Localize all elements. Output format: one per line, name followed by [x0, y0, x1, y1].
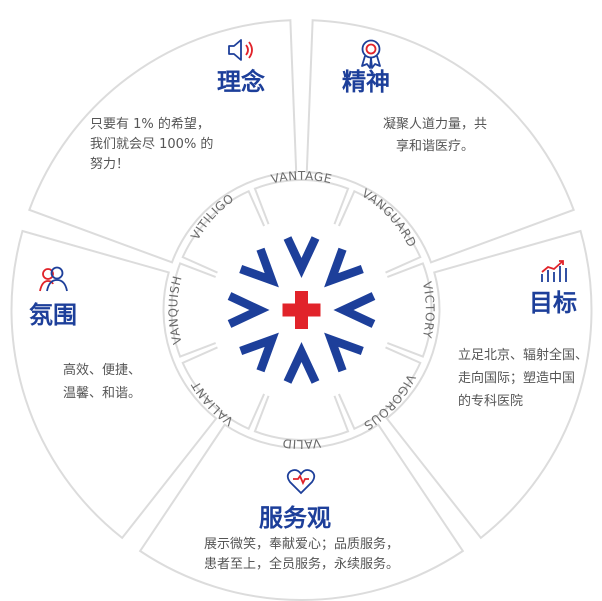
logo-chevron — [283, 341, 320, 384]
outer-segment — [385, 229, 593, 540]
outer-segment — [138, 423, 465, 601]
logo-chevron — [239, 332, 279, 373]
segment-spirit: 精神 凝聚人道力量，共 享和谐医疗。 — [342, 39, 487, 154]
segment-service: 服务观 展示微笑，奉献爱心；品质服务， 患者至上，全员服务，永续服务。 — [204, 469, 399, 572]
segment-title: 氛围 — [29, 301, 77, 329]
ring-word: VICTORY — [420, 280, 437, 339]
logo-chevron — [239, 247, 279, 288]
logo-chevron — [324, 247, 364, 288]
segment-desc-line: 我们就会尽 100% 的 — [90, 136, 213, 152]
segment-desc-line: 努力！ — [90, 157, 129, 172]
segment-desc-line: 凝聚人道力量，共 — [383, 116, 487, 132]
award-ribbon-icon — [361, 39, 381, 69]
segment-desc-line: 立足北京、辐射全国、 — [458, 347, 588, 363]
ring-word: VANTAGE — [270, 169, 334, 187]
hospital-logo — [209, 218, 394, 402]
outer-segment — [28, 19, 298, 264]
segment-title: 目标 — [529, 289, 577, 317]
ring-word: VALID — [281, 436, 321, 451]
segment-title: 精神 — [342, 68, 390, 96]
outer-segments — [10, 19, 593, 601]
logo-chevron — [227, 292, 270, 328]
bar-chart-growth-icon — [541, 260, 567, 282]
logo-chevron — [283, 236, 320, 279]
segment-goal: 目标 立足北京、辐射全国、 走向国际；塑造中国 的专科医院 — [458, 260, 588, 409]
segment-title: 理念 — [217, 68, 265, 96]
segment-desc-line: 只要有 1% 的希望， — [90, 116, 210, 132]
segment-desc-line: 高效、便捷、 — [63, 362, 141, 378]
segment-desc-line: 享和谐医疗。 — [396, 138, 474, 154]
outer-segment — [305, 19, 575, 264]
red-cross-icon — [282, 291, 321, 329]
logo-chevron — [333, 292, 376, 328]
outer-segment — [10, 229, 218, 540]
segment-desc-line: 走向国际；塑造中国 — [458, 370, 575, 386]
logo-chevron — [324, 332, 364, 373]
segment-title: 服务观 — [259, 504, 331, 532]
people-group-icon — [39, 266, 68, 292]
segment-idea: 理念 只要有 1% 的希望， 我们就会尽 100% 的 努力！ — [90, 39, 265, 172]
segment-desc-line: 温馨、和谐。 — [63, 385, 141, 401]
heart-icon — [286, 469, 316, 495]
segment-atmosphere: 氛围 高效、便捷、 温馨、和谐。 — [29, 266, 141, 401]
segment-desc-line: 展示微笑，奉献爱心；品质服务， — [204, 536, 399, 552]
segment-desc-line: 患者至上，全员服务，永续服务。 — [204, 556, 399, 572]
megaphone-icon — [228, 39, 253, 61]
segment-desc-line: 的专科医院 — [458, 393, 523, 409]
